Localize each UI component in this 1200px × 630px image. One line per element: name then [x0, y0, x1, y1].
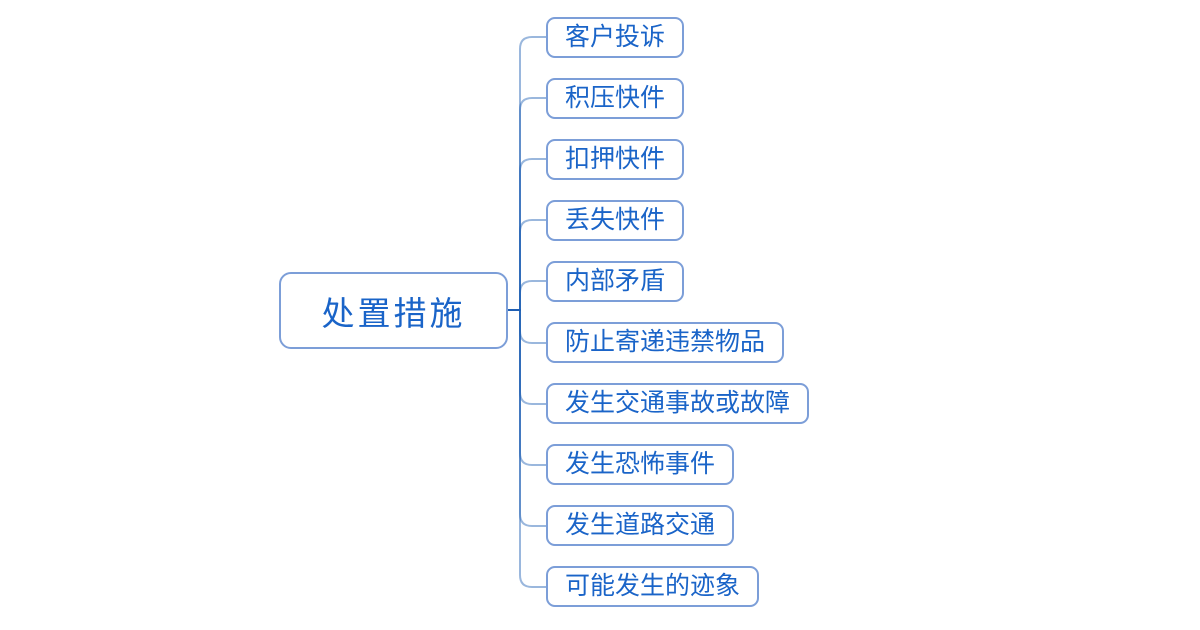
root-node-label: 处置措施 — [321, 296, 466, 333]
connector-branch-8 — [506, 309, 548, 466]
connector-branch-5 — [506, 280, 548, 311]
branch-node-traffic-accident[interactable]: 发生交通事故或故障 — [546, 383, 810, 424]
branch-label: 发生交通事故或故障 — [565, 390, 791, 417]
branch-node-customer-complaints[interactable]: 客户投诉 — [546, 17, 685, 58]
connector-branch-9 — [506, 309, 548, 527]
connector-branch-6 — [506, 309, 548, 344]
root-node[interactable]: 处置措施 — [279, 272, 508, 349]
branch-label: 扣押快件 — [565, 146, 666, 173]
branch-node-backlogged-parcels[interactable]: 积压快件 — [546, 78, 685, 119]
branch-node-road-traffic[interactable]: 发生道路交通 — [546, 505, 735, 546]
branch-node-terror-incident[interactable]: 发生恐怖事件 — [546, 444, 735, 485]
branch-node-lost-parcels[interactable]: 丢失快件 — [546, 200, 685, 241]
branch-label: 积压快件 — [565, 85, 666, 112]
branch-node-possible-signs[interactable]: 可能发生的迹象 — [546, 566, 760, 607]
branch-label: 发生道路交通 — [565, 512, 716, 539]
connector-branch-4 — [506, 219, 548, 311]
branch-label: 防止寄递违禁物品 — [565, 329, 766, 356]
connector-branch-10 — [506, 309, 548, 588]
branch-label: 可能发生的迹象 — [565, 573, 741, 600]
branch-node-detained-parcels[interactable]: 扣押快件 — [546, 139, 685, 180]
branch-node-prohibited-items[interactable]: 防止寄递违禁物品 — [546, 322, 785, 363]
branch-label: 丢失快件 — [565, 207, 666, 234]
branch-label: 发生恐怖事件 — [565, 451, 716, 478]
connector-branch-1 — [506, 36, 548, 311]
branch-label: 客户投诉 — [565, 24, 666, 51]
branch-node-internal-conflict[interactable]: 内部矛盾 — [546, 261, 685, 302]
connector-branch-2 — [506, 97, 548, 311]
branch-label: 内部矛盾 — [565, 268, 666, 295]
connector-branch-7 — [506, 309, 548, 405]
connector-branch-3 — [506, 158, 548, 311]
